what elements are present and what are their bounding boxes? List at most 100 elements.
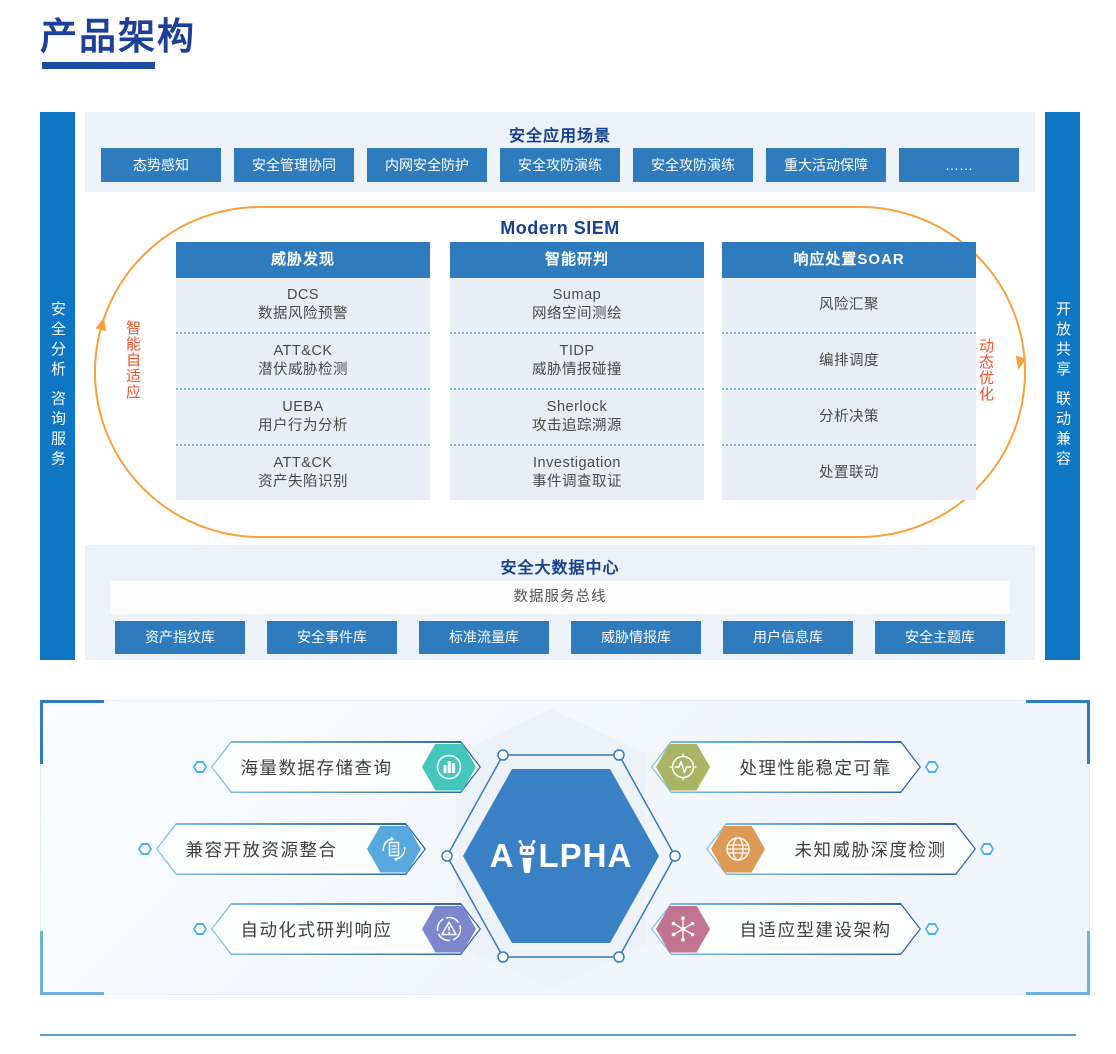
page-title: 产品架构 [40, 16, 196, 57]
item-line2: 潜伏威胁检测 [258, 362, 348, 378]
tip-hexagon-icon [193, 923, 207, 935]
item-line2: 资产失陷识别 [258, 474, 348, 490]
database-chip: 用户信息库 [723, 621, 853, 654]
item-line2: 网络空间测绘 [532, 306, 622, 322]
scenario-chip: 态势感知 [101, 148, 221, 182]
siem-item: Sherlock 攻击追踪溯源 [450, 388, 704, 444]
robot-icon [518, 839, 535, 873]
column-body: Sumap 网络空间测绘 TIDP 威胁情报碰撞 Sherlock 攻击追踪溯源… [450, 278, 704, 500]
siem-item: Investigation 事件调查取证 [450, 444, 704, 500]
feature-label: 未知威胁深度检测 [794, 839, 947, 860]
bottom-divider [40, 1034, 1076, 1036]
item-line1: ATT&CK [273, 343, 333, 359]
siem-loop-outline [94, 206, 1027, 538]
center-hexagon-outline [441, 749, 681, 963]
loop-arrow-up-icon [95, 317, 107, 332]
siem-item: DCS 数据风险预警 [176, 278, 430, 332]
item-line2: 事件调查取证 [532, 474, 622, 490]
ailpha-logo: A LPHA [490, 837, 633, 875]
globe-icon [711, 825, 765, 873]
feature-label: 海量数据存储查询 [240, 757, 393, 778]
feature-label: 自适应型建设架构 [739, 919, 892, 940]
adaptive-flower-icon [656, 905, 710, 953]
architecture-diagram: 安全分析 咨询服务 开放共享 联动兼容 安全应用场景 态势感知 安全管理协同 内… [40, 112, 1080, 660]
database-chip: 威胁情报库 [571, 621, 701, 654]
database-chip: 安全主题库 [875, 621, 1005, 654]
feature-open-resource-integration: 兼容开放资源整合 [138, 823, 426, 875]
siem-item: 处置联动 [722, 444, 976, 500]
item-line2: 数据风险预警 [258, 306, 348, 322]
tip-hexagon-icon [138, 843, 152, 855]
item-line1: TIDP [559, 343, 595, 359]
siem-column-intelligent-analysis: 智能研判 Sumap 网络空间测绘 TIDP 威胁情报碰撞 Sherlock 攻… [450, 242, 704, 500]
siem-item: TIDP 威胁情报碰撞 [450, 332, 704, 388]
item-line1: Sumap [552, 287, 602, 303]
siem-item: UEBA 用户行为分析 [176, 388, 430, 444]
left-side-bar-label: 安全分析 咨询服务 [49, 301, 66, 471]
item-line1: 分析决策 [819, 408, 879, 425]
item-line2: 威胁情报碰撞 [532, 362, 622, 378]
left-side-bar: 安全分析 咨询服务 [40, 112, 75, 660]
siem-item: ATT&CK 潜伏威胁检测 [176, 332, 430, 388]
siem-item: 编排调度 [722, 332, 976, 388]
siem-column-response-soar: 响应处置SOAR 风险汇聚 编排调度 分析决策 处置联动 [722, 242, 976, 500]
scenario-chip: 安全管理协同 [234, 148, 354, 182]
logo-suffix: LPHA [538, 837, 633, 874]
siem-column-threat-discovery: 威胁发现 DCS 数据风险预警 ATT&CK 潜伏威胁检测 UEBA 用户行为分… [176, 242, 430, 500]
security-scenarios-panel: 安全应用场景 态势感知 安全管理协同 内网安全防护 安全攻防演练 安全攻防演练 … [85, 112, 1035, 192]
feature-label: 自动化式研判响应 [240, 919, 393, 940]
logo-prefix: A [489, 837, 515, 874]
pulse-icon [656, 743, 710, 791]
database-chip: 标准流量库 [419, 621, 549, 654]
scenarios-row: 态势感知 安全管理协同 内网安全防护 安全攻防演练 安全攻防演练 重大活动保障 … [85, 148, 1035, 182]
feature-mass-data-storage: 海量数据存储查询 [193, 741, 481, 793]
item-line2: 用户行为分析 [258, 418, 348, 434]
column-header: 威胁发现 [176, 242, 430, 278]
database-row: 资产指纹库 安全事件库 标准流量库 威胁情报库 用户信息库 安全主题库 [85, 621, 1035, 654]
features-panel: A LPHA 海量数据存储查询 [40, 700, 1090, 995]
data-service-bus: 数据服务总线 [110, 581, 1010, 614]
scenarios-title: 安全应用场景 [508, 128, 611, 145]
item-line1: Sherlock [546, 399, 608, 415]
item-line1: 风险汇聚 [819, 296, 879, 313]
warning-triangle-icon [422, 905, 476, 953]
tip-hexagon-icon [925, 923, 939, 935]
feature-stable-performance: 处理性能稳定可靠 [651, 741, 939, 793]
database-chip: 资产指纹库 [115, 621, 245, 654]
siem-item: ATT&CK 资产失陷识别 [176, 444, 430, 500]
feature-adaptive-architecture: 自适应型建设架构 [651, 903, 939, 955]
right-side-bar: 开放共享 联动兼容 [1045, 112, 1080, 660]
loop-label-left: 智能自适应 [124, 320, 141, 400]
database-chip: 安全事件库 [267, 621, 397, 654]
column-body: 风险汇聚 编排调度 分析决策 处置联动 [722, 278, 976, 500]
feature-automated-analysis-response: 自动化式研判响应 [193, 903, 481, 955]
tip-hexagon-icon [980, 843, 994, 855]
tip-hexagon-icon [925, 761, 939, 773]
scenario-chip: 内网安全防护 [367, 148, 487, 182]
item-line1: DCS [286, 287, 320, 303]
tip-hexagon-icon [193, 761, 207, 773]
column-header: 智能研判 [450, 242, 704, 278]
feature-label: 兼容开放资源整合 [185, 839, 338, 860]
scenario-chip: 重大活动保障 [766, 148, 886, 182]
right-side-bar-label: 开放共享 联动兼容 [1054, 301, 1071, 471]
siem-title: Modern SIEM [500, 218, 620, 238]
item-line1: ATT&CK [273, 455, 333, 471]
big-data-center-panel: 安全大数据中心 数据服务总线 资产指纹库 安全事件库 标准流量库 威胁情报库 用… [85, 545, 1035, 660]
panel-corner-accents [40, 700, 1090, 995]
column-header: 响应处置SOAR [722, 242, 976, 278]
loop-arrow-down-icon [1015, 355, 1027, 370]
scenario-chip: 安全攻防演练 [500, 148, 620, 182]
data-center-title: 安全大数据中心 [500, 560, 620, 577]
scenario-chip: …… [899, 148, 1019, 182]
loop-label-right: 动态优化 [977, 338, 994, 402]
siem-item: 分析决策 [722, 388, 976, 444]
column-body: DCS 数据风险预警 ATT&CK 潜伏威胁检测 UEBA 用户行为分析 ATT… [176, 278, 430, 500]
item-line1: 编排调度 [819, 352, 879, 369]
item-line2: 攻击追踪溯源 [532, 418, 622, 434]
title-underline [42, 62, 155, 69]
scenario-chip: 安全攻防演练 [633, 148, 753, 182]
item-line1: UEBA [282, 399, 324, 415]
bar-chart-icon [422, 743, 476, 791]
